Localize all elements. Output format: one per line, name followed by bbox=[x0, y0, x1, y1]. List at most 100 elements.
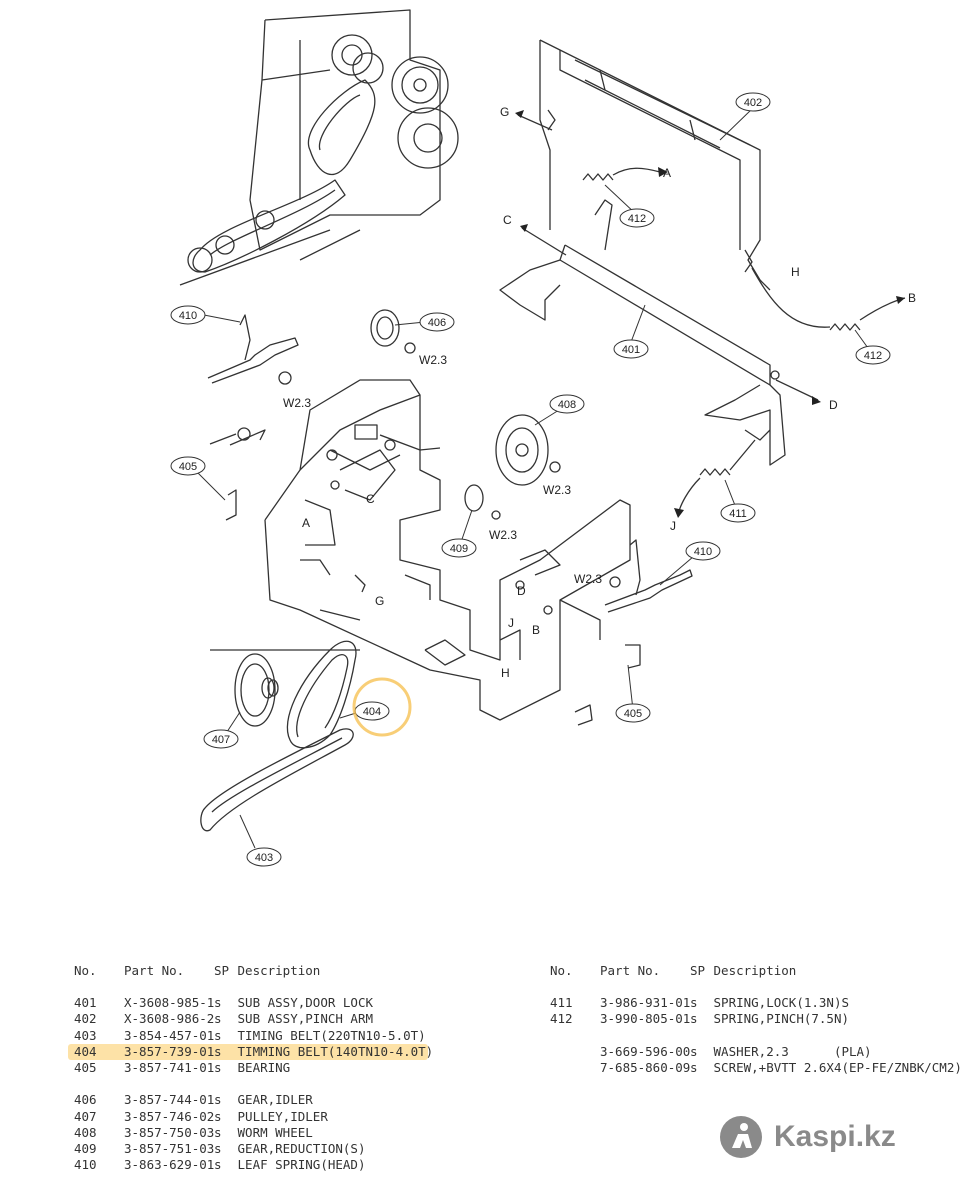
callout-411-text: 411 bbox=[729, 508, 747, 520]
part-403-timing-belt bbox=[200, 728, 354, 832]
letter-A-1: A bbox=[663, 166, 671, 180]
part-number: 3-857-746-02 bbox=[124, 1108, 215, 1124]
part-number-index: 404 bbox=[74, 1043, 97, 1059]
sp-flag: s bbox=[214, 1027, 222, 1043]
part-number: 3-857-744-01 bbox=[124, 1092, 215, 1108]
connection-arrows bbox=[517, 114, 819, 401]
parts-header: No.Part No.SP Description bbox=[550, 963, 962, 979]
sp-flag: s bbox=[214, 1092, 222, 1108]
sp-flag: s bbox=[690, 1059, 698, 1075]
top-drive-assembly bbox=[179, 9, 459, 286]
letter-H-1: H bbox=[791, 265, 800, 279]
sp-flag: s bbox=[690, 1043, 698, 1059]
part-number: 3-857-739-01 bbox=[124, 1043, 215, 1059]
part-number: 3-857-751-03 bbox=[124, 1140, 215, 1156]
spring-412-upper bbox=[582, 167, 661, 181]
callout-407-text: 407 bbox=[212, 734, 230, 746]
part-409-reduction-gear bbox=[464, 484, 501, 520]
callout-405-left bbox=[170, 456, 206, 476]
part-number-index: 401 bbox=[74, 995, 97, 1011]
header-description: Description bbox=[237, 963, 321, 978]
part-404-timing-belt bbox=[286, 640, 357, 749]
washer-label-3: W2.3 bbox=[543, 483, 571, 497]
part-410-leaf-spring-right bbox=[604, 539, 693, 613]
callout-412-lower-text: 412 bbox=[864, 350, 882, 362]
sp-flag: s bbox=[214, 1157, 222, 1173]
exploded-parts-diagram: 401 402 403 404 405 405 406 407 408 409 … bbox=[170, 9, 916, 867]
header-no: No. bbox=[550, 963, 573, 978]
part-description: SUB ASSY,PINCH ARM bbox=[237, 1011, 373, 1027]
callout-408 bbox=[549, 394, 585, 414]
callout-411 bbox=[720, 503, 756, 523]
callout-404-text: 404 bbox=[363, 706, 381, 718]
part-406-gear bbox=[370, 309, 416, 354]
part-description: PULLEY,IDLER bbox=[237, 1108, 328, 1124]
washer-label-2: W2.3 bbox=[283, 396, 311, 410]
row-404-highlight bbox=[68, 1044, 428, 1060]
part-number-index: 403 bbox=[74, 1027, 97, 1043]
part-number: 3-854-457-01 bbox=[124, 1027, 215, 1043]
part-number: 7-685-860-09 bbox=[600, 1059, 691, 1075]
callout-402-text: 402 bbox=[744, 97, 762, 109]
letter-J-2: J bbox=[508, 616, 514, 630]
letter-H-2: H bbox=[501, 666, 510, 680]
part-405-bearing-left bbox=[209, 427, 251, 521]
spring-411 bbox=[677, 439, 756, 516]
part-description: SPRING,PINCH(7.5N) bbox=[713, 1011, 849, 1027]
part-description: GEAR,REDUCTION(S) bbox=[237, 1140, 366, 1156]
callout-412-lower bbox=[855, 345, 891, 365]
sp-flag: s bbox=[214, 995, 222, 1011]
part-row: 7-685-860-09s SCREW,+BVTT 2.6X4(EP-FE/ZN… bbox=[550, 1060, 962, 1076]
sp-flag: s bbox=[214, 1043, 222, 1059]
washer-label-5: W2.3 bbox=[574, 572, 602, 586]
kaspi-logo-icon bbox=[720, 1116, 762, 1158]
part-number-index: 410 bbox=[74, 1157, 97, 1173]
part-number: 3-857-741-01 bbox=[124, 1059, 215, 1075]
callout-408-text: 408 bbox=[558, 399, 576, 411]
part-number-index: 406 bbox=[74, 1092, 97, 1108]
callout-403-text: 403 bbox=[255, 852, 273, 864]
part-number: 3-990-805-01 bbox=[600, 1011, 691, 1027]
letter-B-2: B bbox=[532, 623, 540, 637]
callout-412-upper bbox=[619, 208, 655, 228]
leader-lines bbox=[190, 107, 874, 849]
part-number: 3-857-750-03 bbox=[124, 1124, 215, 1140]
letter-J-1: J bbox=[670, 519, 676, 533]
sp-flag: s bbox=[690, 1011, 698, 1027]
letter-B-1: B bbox=[908, 291, 916, 305]
letter-G-1: G bbox=[500, 105, 509, 119]
part-description: TIMMING BELT(140TN10-4.0T) bbox=[237, 1043, 434, 1059]
letter-D-1: D bbox=[829, 398, 838, 412]
part-number-index: 402 bbox=[74, 1011, 97, 1027]
sp-flag: s bbox=[690, 995, 698, 1011]
part-description: LEAF SPRING(HEAD) bbox=[237, 1157, 366, 1173]
parts-header: No.Part No.SP Description bbox=[74, 963, 433, 979]
callout-410-right bbox=[685, 541, 721, 561]
callout-406 bbox=[419, 312, 455, 332]
sp-flag: s bbox=[214, 1059, 222, 1075]
part-number: 3-986-931-01 bbox=[600, 995, 691, 1011]
callout-405-left-text: 405 bbox=[179, 461, 197, 473]
part-description: TIMING BELT(220TN10-5.0T) bbox=[237, 1027, 426, 1043]
part-row: 3-669-596-00s WASHER,2.3 (PLA) bbox=[550, 1044, 962, 1060]
callout-403 bbox=[246, 847, 282, 867]
part-number-index: 405 bbox=[74, 1059, 97, 1075]
header-description: Description bbox=[713, 963, 797, 978]
part-number-index: 407 bbox=[74, 1108, 97, 1124]
spring-412-lower bbox=[751, 267, 906, 331]
part-408-worm-wheel bbox=[495, 414, 561, 486]
sp-flag: s bbox=[214, 1124, 222, 1140]
letter-C-1: C bbox=[503, 213, 512, 227]
callout-407 bbox=[203, 729, 239, 749]
part-description: WASHER,2.3 (PLA) bbox=[713, 1043, 872, 1059]
washer-label-1: W2.3 bbox=[419, 353, 447, 367]
header-sp: SP bbox=[690, 963, 706, 978]
group-gap bbox=[550, 1028, 962, 1044]
